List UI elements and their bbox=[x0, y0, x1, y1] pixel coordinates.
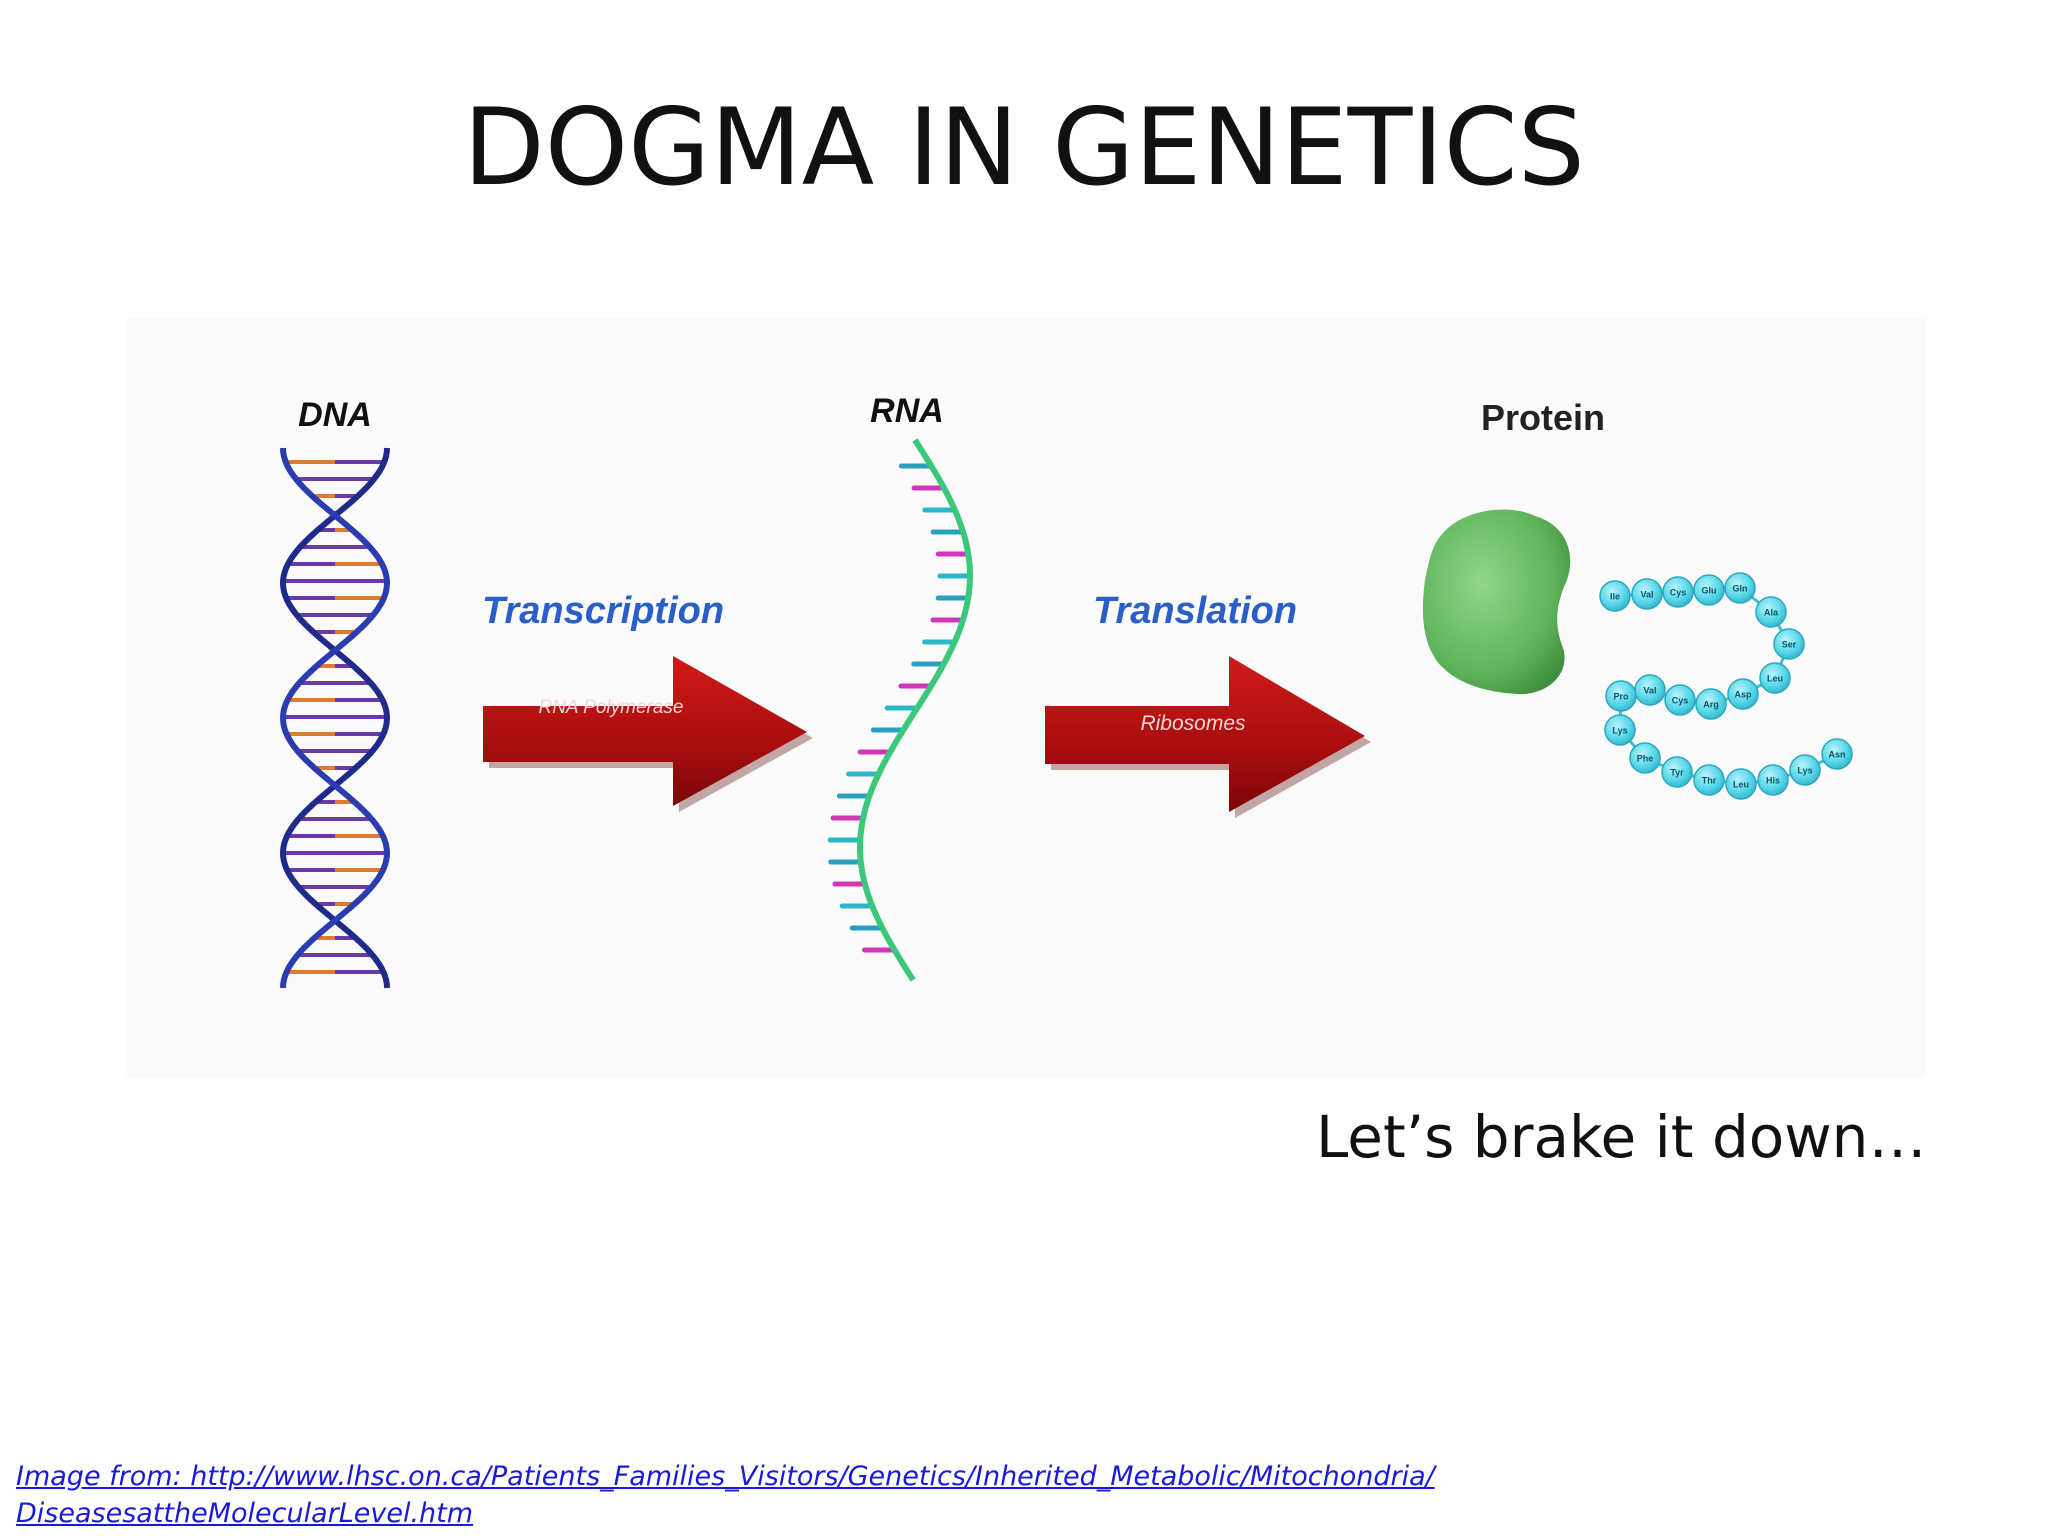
amino-acid-label: Asp bbox=[1734, 690, 1752, 700]
amino-acid-bead bbox=[1693, 764, 1725, 796]
amino-acid-bead bbox=[1757, 764, 1789, 796]
amino-acid-label: Lys bbox=[1797, 766, 1812, 776]
ribosome-icon bbox=[1422, 509, 1571, 695]
translation-label: Translation bbox=[1093, 590, 1297, 632]
amino-acid-label: Ser bbox=[1782, 640, 1797, 650]
amino-acid-bead bbox=[1664, 684, 1696, 716]
amino-acid-bead bbox=[1662, 576, 1694, 608]
amino-acid-label: Cys bbox=[1672, 696, 1689, 706]
amino-acid-bead bbox=[1725, 768, 1757, 800]
amino-acid-bead bbox=[1605, 680, 1637, 712]
amino-acid-bead bbox=[1789, 754, 1821, 786]
protein-label: Protein bbox=[1481, 397, 1605, 438]
amino-acid-label: His bbox=[1766, 776, 1780, 786]
amino-acid-label: Pro bbox=[1613, 692, 1629, 702]
amino-acid-label: Glu bbox=[1702, 586, 1717, 596]
amino-acid-label: Thr bbox=[1702, 776, 1717, 786]
diagram-canvas: DNA RNA Protein Transcription RNA Polyme… bbox=[279, 392, 1853, 989]
amino-acid-label: Ala bbox=[1764, 608, 1779, 618]
dna-label: DNA bbox=[298, 396, 372, 434]
amino-acid-bead bbox=[1759, 662, 1791, 694]
dna-backbone bbox=[280, 447, 391, 989]
amino-acid-bead bbox=[1631, 578, 1663, 610]
amino-acid-bead bbox=[1693, 574, 1725, 606]
amino-acid-bead bbox=[1629, 742, 1661, 774]
amino-acid-label: Gln bbox=[1733, 584, 1748, 594]
amino-acid-label: Leu bbox=[1767, 674, 1783, 684]
dna-double-helix bbox=[279, 447, 391, 989]
amino-acid-label: Val bbox=[1640, 590, 1653, 600]
slide-subtitle: Let’s brake it down… bbox=[1316, 1103, 1927, 1171]
dna-backbone bbox=[279, 447, 390, 989]
translation-arrow: Ribosomes bbox=[1045, 656, 1371, 818]
rna-polymerase-label: RNA Polymerase bbox=[538, 697, 683, 718]
amino-acid-bead bbox=[1724, 572, 1756, 604]
amino-acid-bead bbox=[1599, 580, 1631, 612]
slide-title: DOGMA IN GENETICS bbox=[463, 86, 1585, 209]
transcription-label: Transcription bbox=[482, 590, 724, 632]
amino-acid-label: Asn bbox=[1828, 750, 1845, 760]
amino-acid-label: Phe bbox=[1637, 754, 1654, 764]
amino-acid-label: Lys bbox=[1612, 726, 1627, 736]
amino-acid-bead bbox=[1773, 628, 1805, 660]
amino-acid-bead bbox=[1727, 678, 1759, 710]
transcription-arrow: RNA Polymerase bbox=[483, 656, 813, 812]
central-dogma-diagram: DNA RNA Protein Transcription RNA Polyme… bbox=[125, 318, 1925, 1078]
image-credit-line-2[interactable]: DiseasesattheMolecularLevel.htm bbox=[16, 1498, 474, 1529]
rna-backbone bbox=[857, 438, 974, 982]
amino-acid-label: Tyr bbox=[1670, 768, 1684, 778]
amino-acid-label: Arg bbox=[1703, 700, 1719, 710]
amino-acid-label: Leu bbox=[1733, 780, 1749, 790]
amino-acid-bead bbox=[1755, 596, 1787, 628]
amino-acid-bead bbox=[1821, 738, 1853, 770]
image-credit-link[interactable]: Image from: http://www.lhsc.on.ca/Patien… bbox=[16, 1458, 1435, 1532]
amino-acid-label: Val bbox=[1643, 686, 1656, 696]
rna-strand bbox=[827, 438, 974, 982]
amino-acid-label: Ile bbox=[1610, 592, 1620, 602]
image-credit-line-1[interactable]: Image from: http://www.lhsc.on.ca/Patien… bbox=[16, 1461, 1435, 1492]
amino-acid-bead bbox=[1695, 688, 1727, 720]
amino-acid-bead bbox=[1661, 756, 1693, 788]
rna-label: RNA bbox=[870, 392, 944, 430]
ribosomes-label: Ribosomes bbox=[1140, 712, 1246, 735]
amino-acid-bead bbox=[1604, 714, 1636, 746]
amino-acid-label: Cys bbox=[1670, 588, 1687, 598]
